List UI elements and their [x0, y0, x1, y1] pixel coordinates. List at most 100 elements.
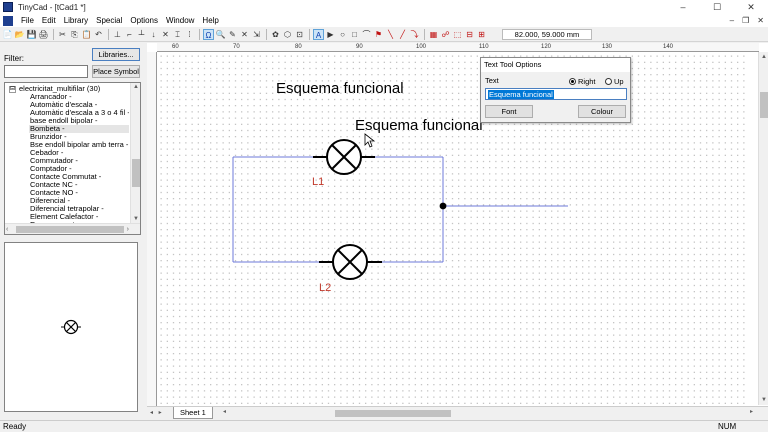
title-text-1[interactable]: Esquema funcional	[276, 80, 404, 97]
text-input[interactable]: Esquema funcional	[485, 88, 627, 100]
list-item[interactable]: Brunzidor -	[30, 133, 67, 141]
scroll-left-icon[interactable]: ‹	[6, 226, 9, 233]
filter-input[interactable]	[4, 65, 88, 78]
frame-icon[interactable]: ⊡	[296, 29, 303, 39]
shape-icon[interactable]: ⬡	[284, 29, 291, 39]
scroll-down-icon[interactable]: ▼	[761, 397, 767, 403]
text-tool-icon[interactable]: A	[313, 28, 324, 40]
open-file-icon[interactable]: 📂	[14, 29, 25, 39]
print-icon[interactable]: 🖨	[38, 29, 49, 39]
place-symbol-button[interactable]: Place Symbol	[92, 65, 140, 78]
link-icon[interactable]: ☍	[441, 29, 450, 39]
close-button[interactable]: ✕	[747, 2, 755, 12]
box-icon[interactable]: ⬚	[453, 29, 462, 39]
list-item[interactable]: Element Calefactor -	[30, 213, 99, 221]
text-input-value[interactable]: Esquema funcional	[488, 90, 554, 99]
radio-checked-icon[interactable]	[569, 78, 576, 85]
scroll-thumb[interactable]	[760, 92, 768, 118]
scroll-thumb[interactable]	[16, 226, 124, 233]
cut-icon[interactable]: ✂	[59, 29, 66, 39]
label-icon[interactable]: ⌶	[175, 29, 180, 39]
list-item[interactable]: Diferencial tetrapolar -	[30, 205, 104, 213]
menu-library[interactable]: Library	[63, 16, 89, 25]
tree-horizontal-scrollbar[interactable]: ‹ ›	[5, 223, 140, 234]
power-icon[interactable]: ⌐	[127, 29, 132, 39]
circle-icon[interactable]: ○	[340, 29, 345, 39]
delete-icon[interactable]: ✕	[241, 29, 248, 39]
list-item[interactable]: base endoll bipolar -	[30, 117, 98, 125]
line-icon[interactable]: ╲	[388, 29, 393, 39]
scroll-thumb[interactable]	[132, 159, 140, 187]
curve-icon[interactable]: ⤵	[410, 29, 419, 39]
junction-icon[interactable]: ┴	[138, 29, 145, 39]
list-item[interactable]: Diferencial -	[30, 197, 71, 205]
grid-icon[interactable]: ▦	[429, 29, 438, 39]
mdi-close-button[interactable]: ✕	[757, 16, 764, 25]
ground-icon[interactable]: ⊥	[114, 29, 121, 39]
save-icon[interactable]: 💾	[26, 29, 37, 39]
bus-icon[interactable]: ⁞	[188, 29, 191, 39]
new-file-icon[interactable]: 📄	[2, 29, 13, 39]
arrow-icon[interactable]: ▶	[327, 29, 334, 39]
canvas-horizontal-scrollbar[interactable]: ◂ ▸	[223, 409, 753, 418]
scroll-thumb[interactable]	[335, 410, 451, 417]
list-item[interactable]: Automàtic d'escala a 3 o 4 fil -	[30, 109, 129, 117]
colour-button[interactable]: Colour	[578, 105, 626, 118]
font-button[interactable]: Font	[485, 105, 533, 118]
list-item[interactable]: Automàtic d'escala -	[30, 101, 98, 109]
radio-up[interactable]: Up	[605, 77, 624, 86]
list-item[interactable]: Contacte Commutat -	[30, 173, 102, 181]
scroll-left-icon[interactable]: ◂	[223, 409, 227, 415]
canvas-vertical-scrollbar[interactable]: ▲ ▼	[758, 52, 768, 405]
tree-vertical-scrollbar[interactable]: ▲ ▼	[130, 83, 140, 224]
scroll-up-icon[interactable]: ▲	[761, 54, 767, 60]
libraries-button[interactable]: Libraries...	[92, 48, 140, 61]
menu-edit[interactable]: Edit	[41, 16, 56, 25]
edit-icon[interactable]: ✎	[229, 29, 236, 39]
drawing-area[interactable]: 60 70 80 90 100 110 120 130 140 Esquema …	[147, 43, 768, 420]
radio-unchecked-icon[interactable]	[605, 78, 612, 85]
scroll-up-icon[interactable]: ▲	[133, 84, 139, 90]
flag-icon[interactable]: ⚑	[374, 29, 383, 39]
copy-icon[interactable]: ⎘	[71, 29, 78, 39]
expand-icon[interactable]: ⊞	[478, 29, 485, 39]
tree-root[interactable]: ⊟ electricitat_multifilar (30)	[9, 85, 100, 93]
mdi-minimize-button[interactable]: –	[729, 16, 735, 25]
scroll-right-icon[interactable]: ›	[126, 226, 129, 233]
lamp-label-l2[interactable]: L2	[319, 282, 331, 294]
list-item[interactable]: Commutador -	[30, 157, 78, 165]
rectangle-icon[interactable]: □	[352, 29, 357, 39]
schematic-canvas[interactable]: Esquema funcional Esquema funcional L1 L…	[158, 53, 748, 405]
list-item[interactable]: Cebador -	[30, 149, 64, 157]
menu-help[interactable]: Help	[202, 16, 219, 25]
list-item[interactable]: Contacte NO -	[30, 189, 78, 197]
lamp-l2[interactable]	[319, 244, 382, 280]
paste-icon[interactable]: 📋	[81, 29, 92, 39]
title-text-2[interactable]: Esquema funcional	[355, 117, 483, 134]
menu-file[interactable]: File	[21, 16, 34, 25]
tab-sheet-1[interactable]: Sheet 1	[173, 407, 213, 419]
menu-window[interactable]: Window	[165, 16, 195, 25]
list-item[interactable]: Bse endoll bipolar amb terra -	[30, 141, 129, 149]
lamp-label-l1[interactable]: L1	[312, 176, 324, 188]
lamp-l1[interactable]	[313, 139, 375, 175]
junction-dot[interactable]	[439, 202, 447, 210]
list-item[interactable]: Comptador -	[30, 165, 72, 173]
list-item[interactable]: Contacte NC -	[30, 181, 78, 189]
undo-icon[interactable]: ↶	[95, 29, 102, 39]
collapse-icon[interactable]: ⊟	[9, 85, 16, 93]
symbol-tree[interactable]: ⊟ electricitat_multifilar (30) Arrancado…	[4, 82, 141, 235]
list-item[interactable]: Bombeta -	[29, 125, 129, 133]
arc-icon[interactable]: ⌒	[362, 29, 371, 39]
sheet-nav-icon[interactable]: ◂ ▸	[150, 410, 164, 416]
menu-special[interactable]: Special	[96, 16, 123, 25]
scroll-down-icon[interactable]: ▼	[133, 216, 139, 222]
symbol-icon[interactable]: Ω	[203, 28, 214, 40]
radio-right[interactable]: Right	[569, 77, 596, 86]
zoom-icon[interactable]: 🔍	[215, 29, 226, 39]
document-icon[interactable]	[3, 15, 13, 26]
scroll-right-icon[interactable]: ▸	[749, 409, 753, 415]
list-item[interactable]: Arrancador -	[30, 93, 72, 101]
no-connect-icon[interactable]: ✕	[162, 29, 169, 39]
wire-icon[interactable]: ╱	[400, 29, 405, 39]
